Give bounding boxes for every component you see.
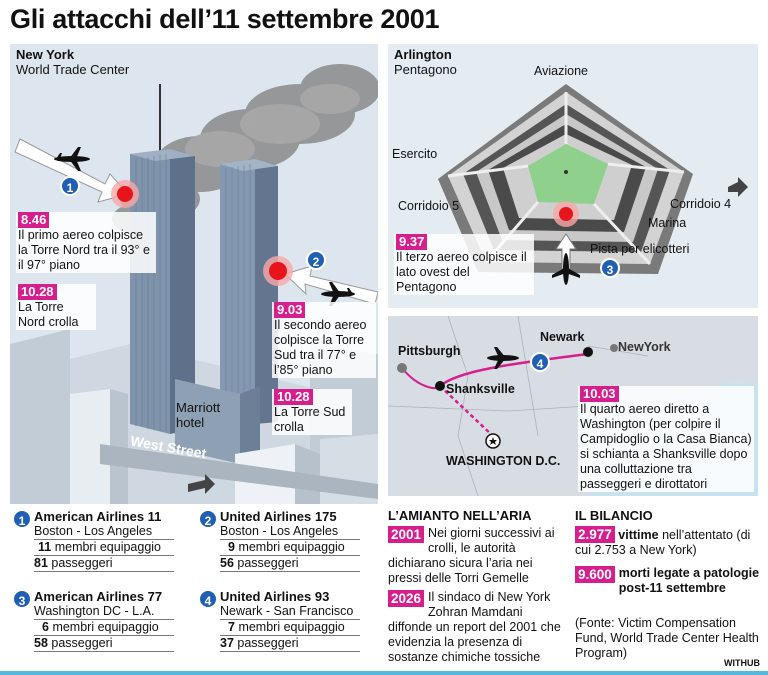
ny-event-3-text: Il secondo aereo colpisce la Torre Sud t… xyxy=(274,318,367,377)
pittsburgh-label: Pittsburgh xyxy=(398,344,461,358)
ny-heading: New York xyxy=(16,47,75,62)
credit-logo: WITHUB xyxy=(724,658,760,668)
flight-3-pax: 58 passeggeri xyxy=(34,636,174,652)
map-event-time: 10.03 xyxy=(580,386,619,402)
bilancio-vittime-label: vittime xyxy=(618,528,659,542)
flight-1-route: Boston - Los Angeles xyxy=(34,524,174,540)
ny-event-3: 9.03 Il secondo aereo colpisce la Torre … xyxy=(272,302,376,378)
ny-event-4-time: 10.28 xyxy=(274,389,313,405)
bilancio-title: IL BILANCIO xyxy=(575,508,653,523)
flight-1: 1 American Airlines 11 Boston - Los Ange… xyxy=(12,509,174,572)
ny-event-3-time: 9.03 xyxy=(274,302,306,318)
flight-3-name: American Airlines 77 xyxy=(34,589,163,604)
flight-2-crew: 9 membri equipaggio xyxy=(220,540,360,556)
marriott-label: Marriott hotel xyxy=(176,400,221,430)
flight-4-name: United Airlines 93 xyxy=(220,589,330,604)
newyork-label: NewYork xyxy=(618,340,671,354)
new-york-panel: New York World Trade Center 1 2 8.46 Il … xyxy=(10,44,378,504)
flight-2: 2 United Airlines 175 Boston - Los Angel… xyxy=(198,509,360,572)
wtc-illustration xyxy=(10,64,378,504)
map-event: 10.03 Il quarto aereo diretto a Washingt… xyxy=(578,386,754,492)
bilancio-vittime: 2.977 vittime nell’attentato (di cui 2.7… xyxy=(575,526,765,558)
pentagon-event-text: Il terzo aereo colpisce il lato ovest de… xyxy=(396,250,527,294)
esercito-label: Esercito xyxy=(392,147,438,161)
corridoio4-label: Corridoio 4 xyxy=(670,197,732,211)
flight-2-pax: 56 passeggeri xyxy=(220,556,360,572)
amianto-2001: 2001 Nei giorni successivi ai crolli, le… xyxy=(388,526,568,586)
flight-2-name: United Airlines 175 xyxy=(220,509,337,524)
flight-4-crew: 7 membri equipaggio xyxy=(220,620,360,636)
pentagon-heading: Arlington xyxy=(394,47,452,62)
flight-3-route: Washington DC - L.A. xyxy=(34,604,174,620)
ny-event-1-text: Il primo aereo colpisce la Torre Nord tr… xyxy=(18,228,150,272)
newark-label: Newark xyxy=(540,330,585,344)
badge-1: 1 xyxy=(60,176,80,196)
map-panel: Pittsburgh Newark NewYork Shanksville WA… xyxy=(388,316,758,496)
ny-subheading: World Trade Center xyxy=(16,62,130,77)
pentagon-header: Arlington Pentagono xyxy=(394,47,457,77)
shanksville-label: Shanksville xyxy=(446,382,515,396)
flight-3-badge: 3 xyxy=(12,589,32,609)
corridoio5-label: Corridoio 5 xyxy=(398,199,460,213)
bilancio-morti-value: 9.600 xyxy=(575,566,615,583)
bottom-bar xyxy=(0,671,768,675)
flight-4-pax: 37 passeggeri xyxy=(220,636,360,652)
bilancio-morti: 9.600 morti legate a patologie post-11 s… xyxy=(575,566,765,596)
amianto-text-2026: Il sindaco di New York Zohran Mamdani di… xyxy=(388,590,561,664)
flight-1-name: American Airlines 11 xyxy=(34,509,162,524)
ny-event-1-time: 8.46 xyxy=(18,212,50,228)
bilancio-vittime-desc: nell’attentato (di cui 2.753 a New York) xyxy=(575,528,751,557)
pista-label: Pista per elicotteri xyxy=(590,242,690,256)
pentagon-panel: Arlington Pentagono Aviazione Esercito C… xyxy=(388,44,758,308)
flight-1-badge: 1 xyxy=(12,509,32,529)
pentagon-subheading: Pentagono xyxy=(394,62,457,77)
amianto-text-2001: Nei giorni successivi ai crolli, le auto… xyxy=(388,526,555,585)
flight-3: 3 American Airlines 77 Washington DC - L… xyxy=(12,589,174,652)
badge-3: 3 xyxy=(600,258,620,278)
bilancio-fonte: (Fonte: Victim Compensation Fund, World … xyxy=(575,616,759,660)
badge-4: 4 xyxy=(530,352,550,372)
amianto-title: L’AMIANTO NELL’ARIA xyxy=(388,508,532,523)
pentagon-event: 9.37 Il terzo aereo colpisce il lato ove… xyxy=(394,234,534,295)
marina-label: Marina xyxy=(648,216,687,230)
flight-4: 4 United Airlines 93 Newark - San Franci… xyxy=(198,589,360,652)
flight-1-pax: 81 passeggeri xyxy=(34,556,174,572)
badge-2: 2 xyxy=(306,250,326,270)
ny-event-1: 8.46 Il primo aereo colpisce la Torre No… xyxy=(16,212,156,273)
flight-4-route: Newark - San Francisco xyxy=(220,604,360,620)
bilancio-vittime-value: 2.977 xyxy=(575,526,615,543)
ny-event-4: 10.28 La Torre Sud crolla xyxy=(272,389,352,435)
ny-event-4-text: La Torre Sud crolla xyxy=(274,405,346,434)
amianto-year-2026: 2026 xyxy=(388,590,425,607)
amianto-year-2001: 2001 xyxy=(388,526,425,543)
pentagon-illustration xyxy=(438,84,748,285)
map-event-text: Il quarto aereo diretto a Washington (pe… xyxy=(580,402,752,491)
bilancio-morti-label: morti legate a patologie post-11 settemb… xyxy=(618,566,760,595)
pentagon-event-time: 9.37 xyxy=(396,234,428,250)
flight-2-route: Boston - Los Angeles xyxy=(220,524,360,540)
page-title: Gli attacchi dell’11 settembre 2001 xyxy=(10,4,440,34)
flight-4-badge: 4 xyxy=(198,589,218,609)
flight-2-badge: 2 xyxy=(198,509,218,529)
ny-event-2-text: La Torre Nord crolla xyxy=(18,300,79,329)
ny-event-2: 10.28 La Torre Nord crolla xyxy=(16,284,96,330)
aviazione-label: Aviazione xyxy=(534,64,588,78)
ny-event-2-time: 10.28 xyxy=(18,284,57,300)
amianto-2026: 2026 Il sindaco di New York Zohran Mamda… xyxy=(388,590,568,665)
flight-3-crew: 6 membri equipaggio xyxy=(34,620,174,636)
washington-label: WASHINGTON D.C. xyxy=(446,454,561,468)
flight-1-crew: 11 membri equipaggio xyxy=(34,540,174,556)
ny-header: New York World Trade Center xyxy=(16,47,129,77)
